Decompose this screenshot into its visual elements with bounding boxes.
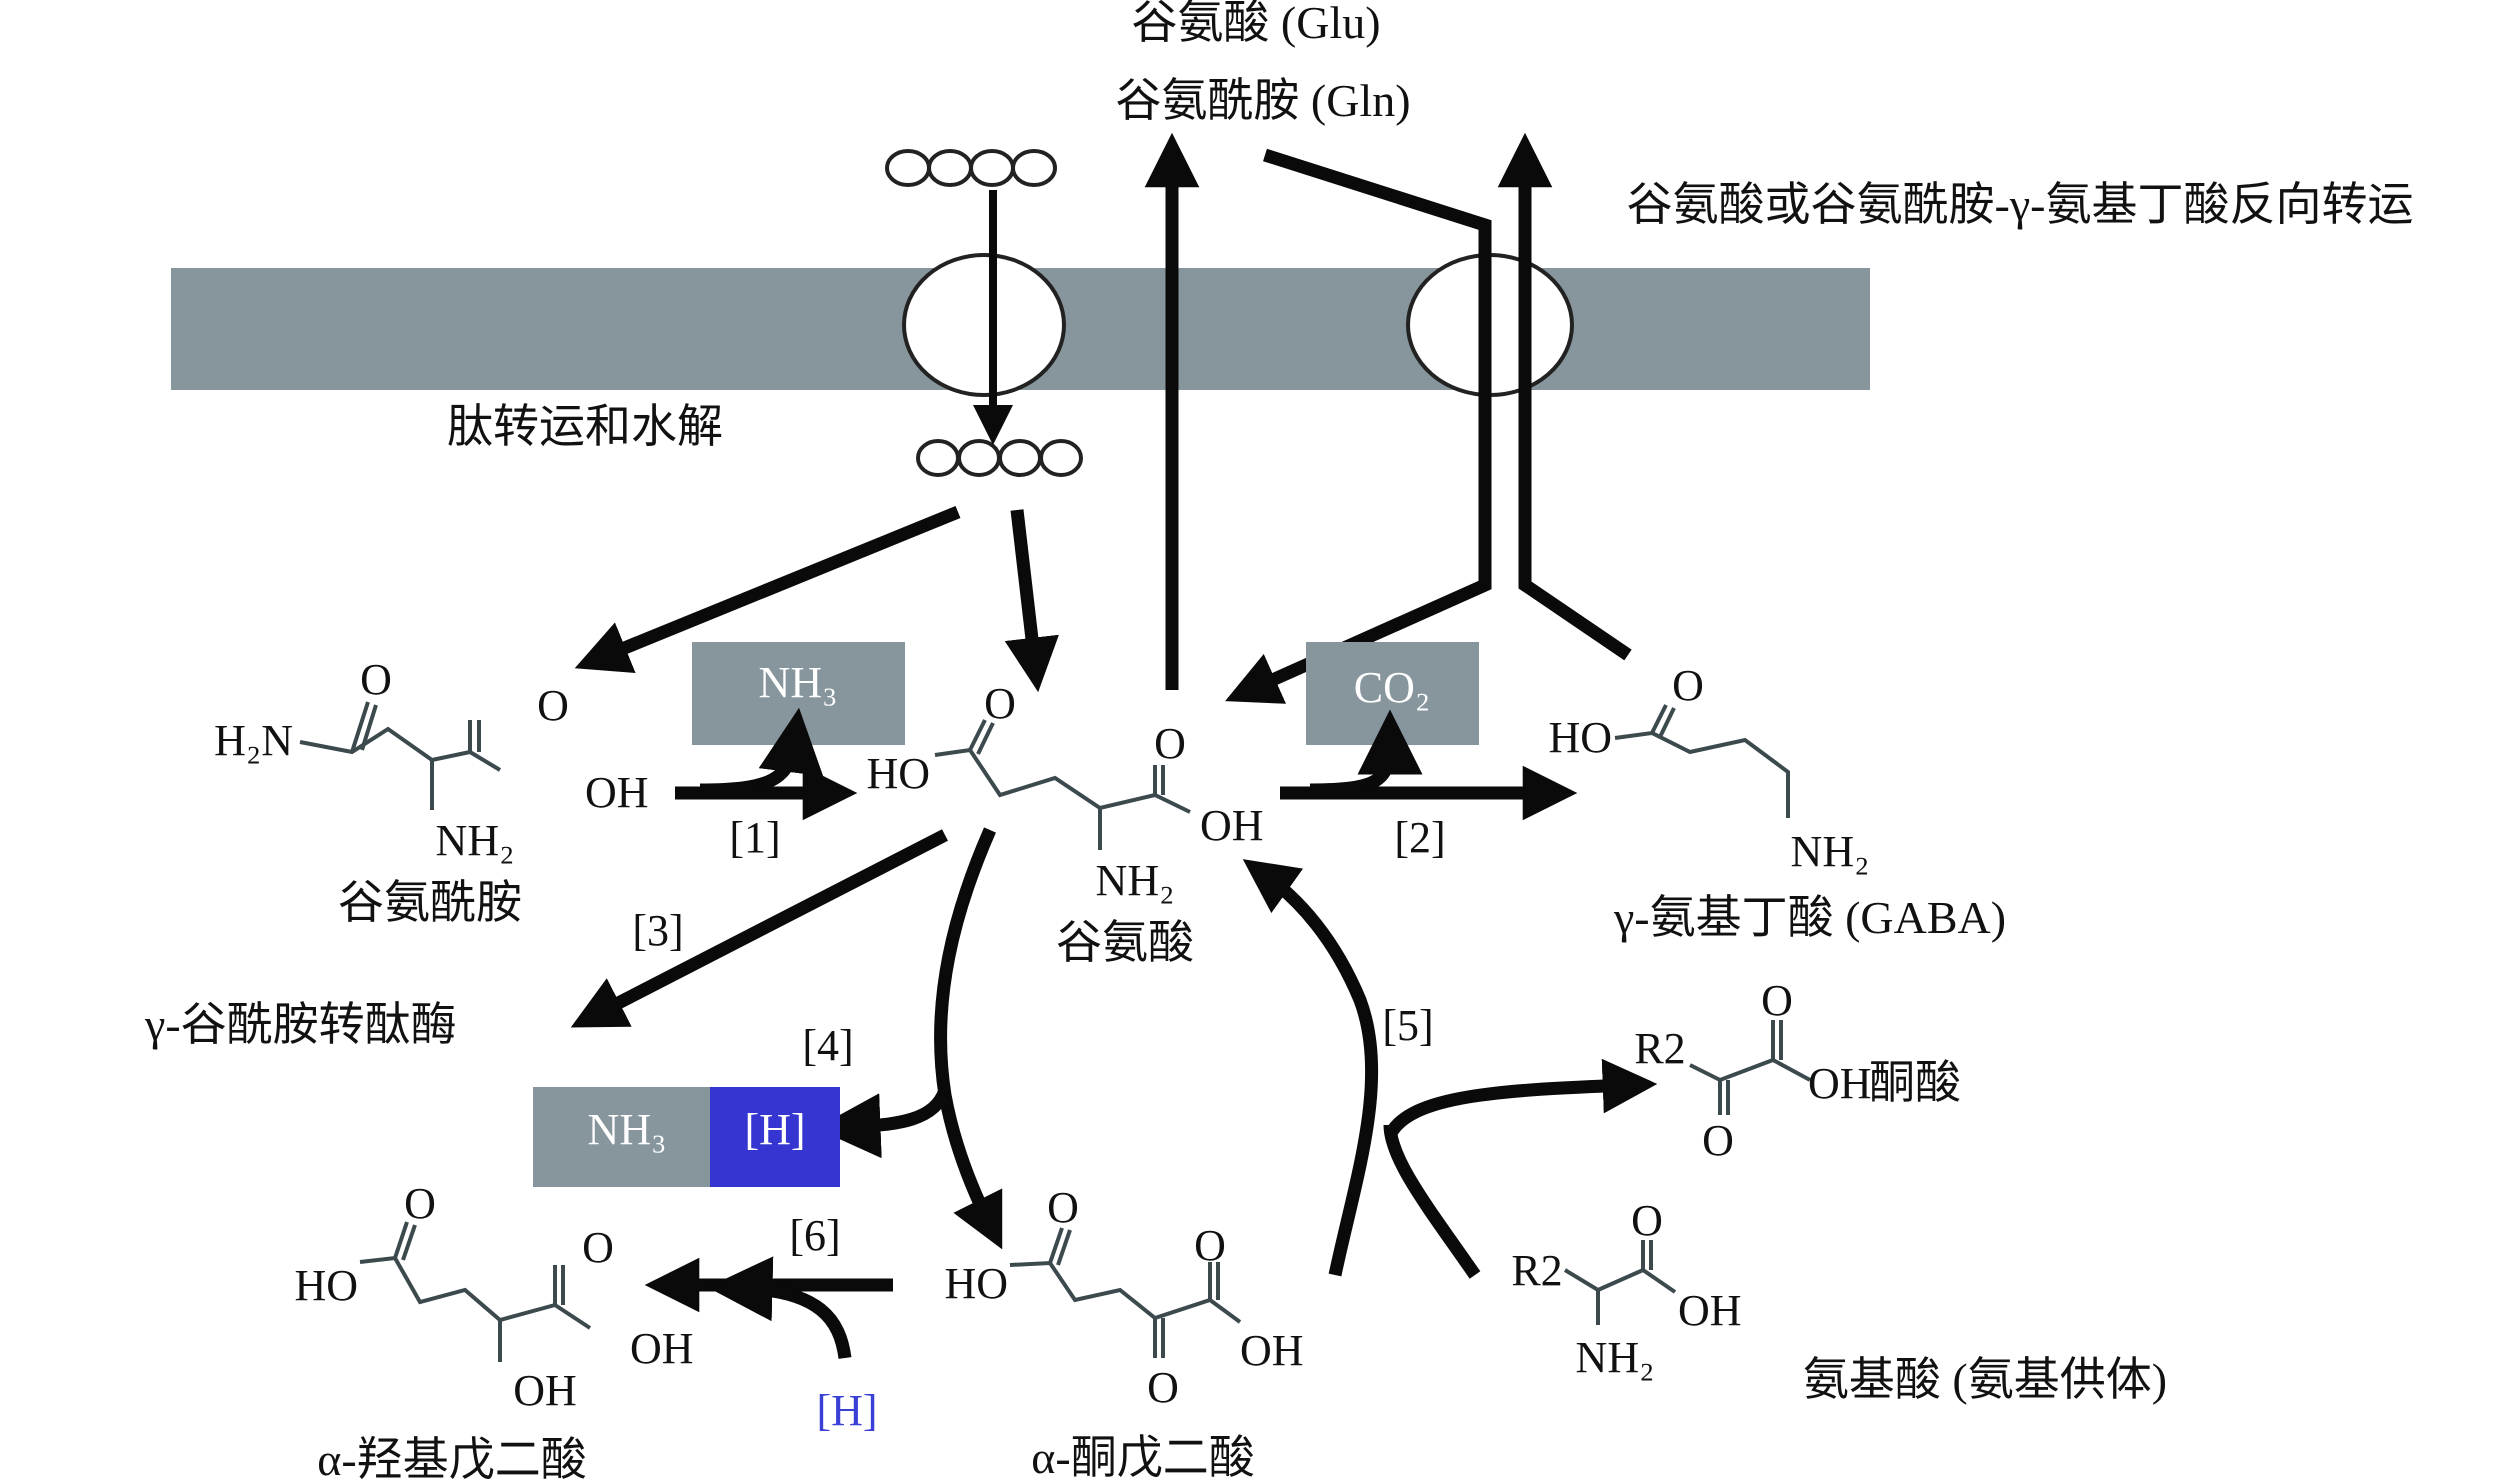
keto-acid-structure: R2 O OH O [1634,976,1871,1165]
svg-text:R2: R2 [1634,1024,1685,1073]
svg-text:OH: OH [1808,1059,1872,1108]
svg-text:H₂N: H₂N [214,716,293,765]
amino-acid-name: 氨基酸 (氨基供体) [1803,1354,2167,1405]
keto-acid-name: 酮酸 [1869,1057,1961,1108]
reaction-5-amino-donor [1383,1124,1481,1279]
co2-label: CO₂ [1354,663,1430,712]
h-byproduct-box [710,1087,840,1187]
step-6-label: [6] [789,1211,840,1260]
peptide-icon-outside [885,149,1057,187]
glutamine-structure: O H₂N O OH NH₂ [214,655,648,865]
svg-text:O: O [1047,1183,1079,1232]
svg-text:O: O [360,655,392,704]
h-box-label: [H] [744,1105,805,1154]
peptide-to-glutamine-arrow [574,505,961,673]
step-4-label: [4] [802,1021,853,1070]
svg-text:OH: OH [1240,1326,1304,1375]
svg-text:R2: R2 [1511,1246,1562,1295]
reaction-4-h-release [815,1087,952,1159]
peptide-transport-label: 肽转运和水解 [447,401,723,452]
reaction-1-nh3-release [699,707,824,797]
svg-text:HO: HO [1548,713,1612,762]
step-3-label: [3] [632,906,683,955]
svg-text:HO: HO [294,1261,358,1310]
svg-text:HO: HO [866,749,930,798]
svg-text:NH₂: NH₂ [1791,827,1870,876]
svg-text:O: O [582,1223,614,1272]
svg-text:O: O [537,681,569,730]
alpha-hydroxyglutarate-structure: O HO O OH OH [294,1179,693,1415]
svg-text:OH: OH [1678,1286,1742,1335]
reaction-4-arrow [934,827,1003,1250]
gaba-export-arrow [1497,132,1632,661]
reaction-2-co2-release [1309,709,1423,797]
svg-text:O: O [1147,1363,1179,1412]
antiport-label: 谷氨酸或谷氨酰胺-γ-氨基丁酸反向转运 [1627,179,2414,230]
h-input-label: [H] [816,1386,877,1435]
reaction-6-h-input [707,1256,852,1359]
svg-text:O: O [1154,719,1186,768]
gaba-structure: O HO NH₂ [1548,661,1869,876]
svg-text:NH₂: NH₂ [1096,856,1175,905]
svg-text:O: O [404,1179,436,1228]
amino-acid-structure: R2 O OH NH₂ [1511,1196,1741,1382]
alpha-hydroxyglutarate-name: α-羟基戊二酸 [317,1434,586,1484]
reaction-5-keto-product [1384,1058,1658,1139]
svg-text:OH: OH [513,1366,577,1415]
svg-text:OH: OH [1200,801,1264,850]
step-2-label: [2] [1394,813,1445,862]
svg-text:O: O [1702,1116,1734,1165]
enzyme-label: γ-谷酰胺转酞酶 [144,999,457,1050]
peptide-transporter [902,253,1066,397]
svg-text:O: O [1631,1196,1663,1245]
svg-text:OH: OH [585,768,649,817]
svg-text:HO: HO [944,1259,1008,1308]
glutamate-structure: O HO O OH NH₂ [866,679,1263,905]
gaba-name: γ-氨基丁酸 (GABA) [1613,892,2006,943]
alpha-ketoglutarate-name: α-酮戊二酸 [1031,1432,1254,1483]
peptide-to-glutamate-arrow [1004,509,1059,693]
nh3-label: NH₃ [759,658,838,707]
svg-text:OH: OH [630,1324,694,1373]
gln-import-arrow [1225,148,1492,704]
nh3-byproduct-box-bottom [533,1087,710,1187]
peptide-icon-inside [916,439,1083,477]
reaction-5-arrow [1242,859,1379,1277]
nh3-bottom-label: NH₃ [588,1105,667,1154]
svg-text:O: O [1761,976,1793,1025]
alpha-ketoglutarate-structure: O HO O OH O [944,1183,1303,1412]
step-5-label: [5] [1382,1001,1433,1050]
svg-text:NH₂: NH₂ [1576,1333,1655,1382]
glu-export-label: 谷氨酸 (Glu) [1131,0,1380,48]
glutamate-name: 谷氨酸 [1056,917,1194,968]
glutamine-name: 谷氨酰胺 [338,877,522,928]
svg-text:NH₂: NH₂ [436,816,515,865]
reaction-3-arrow [570,829,948,1028]
svg-text:O: O [1672,661,1704,710]
svg-text:O: O [1194,1221,1226,1270]
svg-text:O: O [984,679,1016,728]
step-1-label: [1] [729,813,780,862]
gln-export-label: 谷氨酰胺 (Gln) [1115,75,1410,126]
